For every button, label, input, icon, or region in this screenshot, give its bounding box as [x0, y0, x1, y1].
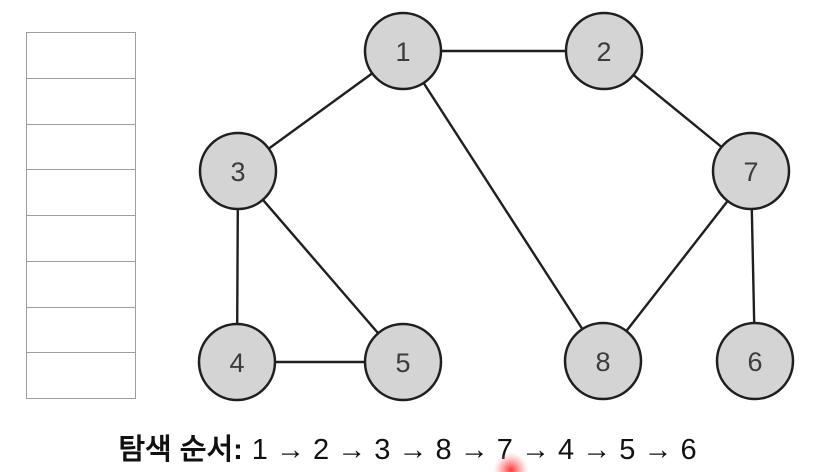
graph-edge-1-8: [401, 49, 605, 363]
graph-node-circle: [715, 321, 795, 401]
graph-node-circle: [198, 131, 278, 211]
graph-node-6: 6: [715, 321, 795, 401]
visit-table-cell: [27, 308, 135, 354]
graph-node-circle: [363, 322, 443, 402]
graph-node-circle: [363, 11, 443, 91]
graph-node-circle: [564, 11, 644, 91]
visit-table-cell: [27, 216, 135, 262]
graph-node-3: 3: [198, 131, 278, 211]
graph-node-label: 2: [596, 37, 611, 67]
graph-edge-3-5: [236, 169, 405, 364]
visit-table-cell: [27, 262, 135, 308]
visit-table: [26, 32, 136, 399]
graph-node-label: 8: [595, 347, 610, 377]
graph-node-4: 4: [197, 322, 277, 402]
graph-node-circle: [563, 321, 643, 401]
graph-node-1: 1: [363, 11, 443, 91]
visit-table-cell: [27, 170, 135, 216]
graph-node-8: 8: [563, 321, 643, 401]
traversal-caption-sequence: 1 → 2 → 3 → 8 → 7 → 4 → 5 → 6: [251, 434, 697, 466]
graph-node-label: 5: [395, 348, 410, 378]
visit-table-cell: [27, 33, 135, 79]
graph-node-label: 6: [747, 347, 762, 377]
graph-node-label: 3: [230, 157, 245, 187]
graph-node-2: 2: [564, 11, 644, 91]
graph-node-label: 7: [743, 157, 758, 187]
graph-edge-7-8: [601, 169, 753, 363]
graph-node-7: 7: [711, 131, 791, 211]
graph-node-label: 4: [229, 348, 244, 378]
graph-node-label: 1: [395, 37, 410, 67]
graph-node-circle: [711, 131, 791, 211]
graph-node-circle: [197, 322, 277, 402]
traversal-caption-label: 탐색 순서:: [118, 434, 243, 466]
traversal-caption: 탐색 순서:1 → 2 → 3 → 8 → 7 → 4 → 5 → 6: [0, 426, 815, 468]
visit-table-cell: [27, 125, 135, 171]
visit-table-cell: [27, 79, 135, 125]
graph-node-5: 5: [363, 322, 443, 402]
